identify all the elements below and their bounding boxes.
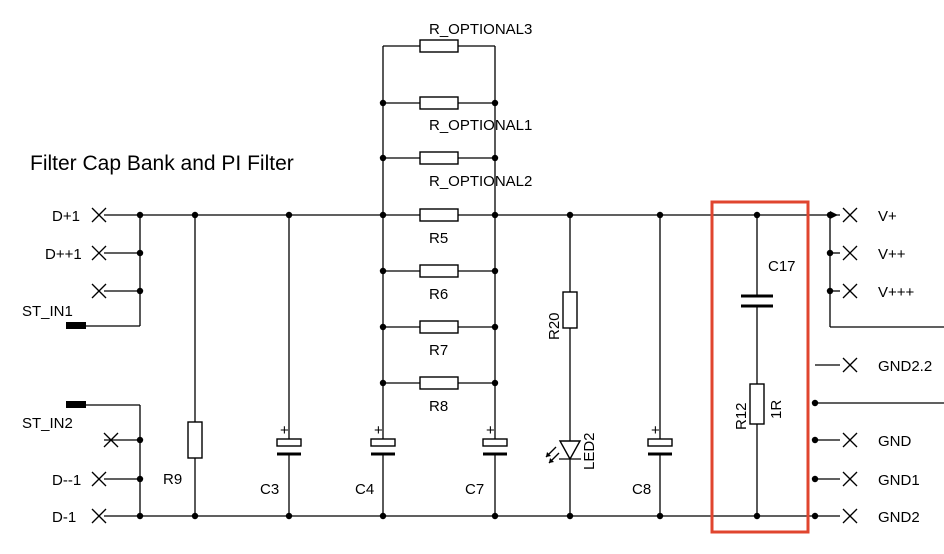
terminal-gnd1-cross-icon (842, 471, 858, 487)
port-label-gnd2-2: GND2.2 (878, 358, 932, 375)
port-label-d-plus-1: D+1 (52, 208, 80, 225)
left-terminals (66, 207, 119, 524)
resistor-r-optional1 (419, 96, 459, 110)
port-label-st-in2: ST_IN2 (22, 415, 73, 432)
port-label-gnd: GND (878, 433, 912, 450)
label-r-optional3: R_OPTIONAL3 (429, 21, 532, 38)
right-terminals (830, 207, 858, 524)
junction-dots (136, 99, 834, 520)
label-r-optional2: R_OPTIONAL2 (429, 173, 532, 190)
label-led2: LED2 (581, 432, 598, 470)
capacitor-c7 (482, 438, 508, 456)
port-label-gnd1: GND1 (878, 472, 920, 489)
label-r20: R20 (546, 312, 563, 340)
label-c17: C17 (768, 258, 796, 275)
capacitor-c8 (647, 438, 673, 456)
terminal-d-minus-minus-1-cross-icon (91, 471, 107, 487)
capacitor-c4 (370, 438, 396, 456)
label-r9: R9 (163, 471, 182, 488)
terminal-unlabeled-cross-icon (91, 283, 107, 299)
label-r7: R7 (429, 342, 448, 359)
polarity-mark-c3: + (280, 422, 289, 439)
terminal-d-plus-1-cross-icon (91, 207, 107, 223)
port-label-d-minus-1: D-1 (52, 509, 76, 526)
label-c7: C7 (465, 481, 484, 498)
st-in1-pad-icon (66, 322, 86, 329)
terminal-left-lower-cross-icon (103, 432, 119, 448)
port-label-gnd2: GND2 (878, 509, 920, 526)
label-r-optional1: R_OPTIONAL1 (429, 117, 532, 134)
resistor-r5 (419, 208, 459, 222)
resistor-r9 (187, 421, 203, 459)
capacitor-c17 (741, 294, 773, 308)
st-in2-pad-icon (66, 401, 86, 408)
port-label-v-plus-plus: V++ (878, 246, 906, 263)
label-r12: R12 (733, 402, 750, 430)
terminal-gnd2-2-cross-icon (842, 357, 858, 373)
polarity-mark-c8: + (651, 422, 660, 439)
terminal-d-plus-plus-1-cross-icon (91, 245, 107, 261)
resistor-r20 (562, 291, 578, 329)
polarity-mark-c4: + (374, 422, 383, 439)
resistor-r7 (419, 320, 459, 334)
terminal-d-minus-1-cross-icon (91, 508, 107, 524)
resistor-r12 (749, 383, 765, 425)
label-c3: C3 (260, 481, 279, 498)
label-c4: C4 (355, 481, 374, 498)
port-label-v-plus: V+ (878, 208, 897, 225)
resistor-r-optional2 (419, 151, 459, 165)
diagram-title: Filter Cap Bank and PI Filter (30, 152, 294, 175)
terminal-gnd2-cross-icon (842, 508, 858, 524)
led2-diode-icon (545, 440, 582, 464)
polarity-mark-c7: + (486, 422, 495, 439)
resistor-r-optional3 (419, 39, 459, 53)
port-label-v-plus-plus-plus: V+++ (878, 284, 915, 301)
terminal-v-plus-cross-icon (842, 207, 858, 223)
terminal-gnd-cross-icon (842, 432, 858, 448)
port-label-d-minus-minus-1: D--1 (52, 472, 81, 489)
wires (86, 45, 944, 517)
label-c8: C8 (632, 481, 651, 498)
terminal-v-plus-plus-cross-icon (842, 245, 858, 261)
capacitor-c3 (276, 438, 302, 456)
resistor-r6 (419, 264, 459, 278)
port-label-d-plus-plus-1: D++1 (45, 246, 82, 263)
port-label-st-in1: ST_IN1 (22, 303, 73, 320)
label-r12-value: 1R (768, 400, 785, 419)
label-r5: R5 (429, 230, 448, 247)
terminal-v-plus-plus-plus-cross-icon (842, 283, 858, 299)
label-r6: R6 (429, 286, 448, 303)
resistor-r8 (419, 376, 459, 390)
label-r8: R8 (429, 398, 448, 415)
highlight-box (710, 200, 810, 534)
